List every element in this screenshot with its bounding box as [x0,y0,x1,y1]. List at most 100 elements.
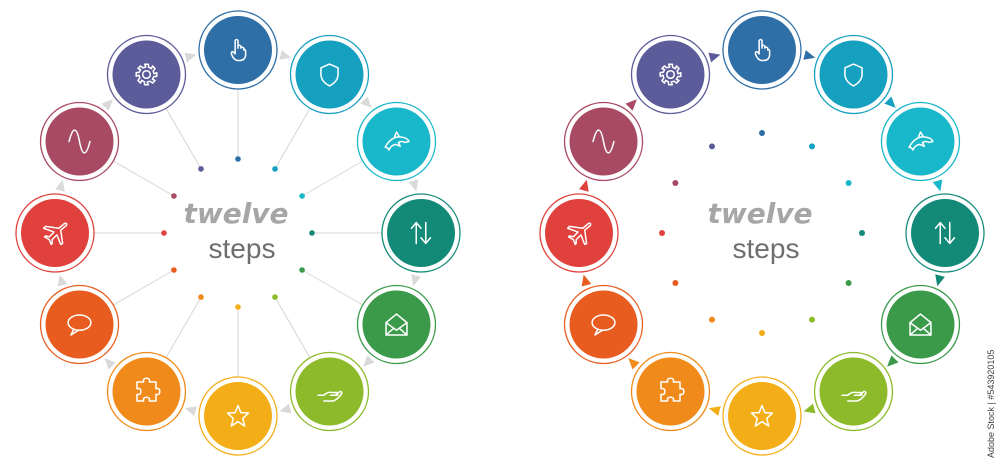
gear-icon [659,63,682,86]
flow-arrow [884,96,896,108]
step-node [356,284,437,365]
step-node [813,34,894,115]
inner-dot [235,304,241,310]
step-node [880,284,961,365]
inner-dot [309,230,315,236]
flow-arrow [101,99,113,111]
connector-line [165,107,202,170]
step-node [880,101,961,182]
inner-dot [299,267,305,273]
flow-arrow [935,274,945,287]
flow-arrow [887,355,899,367]
flow-arrow [579,179,589,192]
step-node [630,351,711,432]
step-node [15,193,95,273]
step-circle [204,16,272,84]
flow-arrow [55,179,65,192]
step-node [630,34,711,115]
speech-bubble-icon [591,314,616,336]
step-node [539,193,619,273]
flow-arrow [408,179,419,192]
step-node [39,284,120,365]
inner-dot [859,230,865,236]
inner-dot [759,130,765,136]
step-circle [728,16,796,84]
dolphin-icon [908,131,934,151]
envelope-open-icon [909,313,932,336]
step-circle [636,40,705,109]
inner-dot [198,294,204,300]
sine-wave-icon [592,129,615,154]
inner-dot [672,180,679,186]
pointer-hand-icon [230,38,247,62]
flow-arrow [184,52,197,63]
step-circle [362,290,431,359]
connector-line [301,269,364,306]
title-word-steps: steps [209,233,276,264]
puzzle-icon [660,377,685,402]
puzzle-icon [136,377,161,402]
step-circle [21,199,89,267]
inner-dot [809,316,815,323]
inner-dot [809,143,815,150]
inner-dot [299,193,305,199]
flow-arrow [360,96,372,108]
step-circle [295,40,364,109]
inner-dot [845,280,852,286]
connector-line [112,269,175,306]
stock-id-text: Adobe Stock | #543920105 [986,350,996,458]
step-node [905,193,985,273]
flow-arrow [803,403,816,414]
flow-arrow [708,52,721,63]
step-node [198,10,278,90]
step-circle [112,357,181,426]
step-circle [387,199,455,267]
step-circle [886,107,955,176]
step-node [106,34,187,115]
connector-line [274,296,311,359]
inner-dot [709,316,715,323]
flow-arrow [628,358,640,370]
step-node [198,376,278,456]
flow-arrow [279,403,292,414]
connector-line [165,296,202,359]
inner-dot [272,166,278,172]
flow-arrow [708,406,721,416]
inner-dot [672,280,679,286]
step-node [289,34,370,115]
airplane-icon [42,222,68,246]
step-node [106,351,187,432]
title-word-twelve: twelve [707,197,812,230]
step-circle [569,290,638,359]
step-circle [728,382,796,450]
up-down-arrows-icon [410,221,432,245]
step-circle [45,290,114,359]
step-circle [204,382,272,450]
flow-arrow [581,274,592,287]
step-node [563,101,644,182]
airplane-icon [566,222,592,246]
inner-dot [235,156,241,162]
speech-bubble-icon [67,314,92,336]
hand-giving-icon [317,390,343,402]
title-word-twelve: twelve [183,197,288,230]
flow-arrow [184,406,197,416]
dolphin-icon [384,131,410,151]
flow-arrow [411,274,421,287]
connector-line [274,107,311,170]
step-node [39,101,120,182]
inner-dot [709,143,715,150]
flow-arrow [104,358,116,370]
inner-dot [759,330,765,336]
step-node [356,101,437,182]
star-icon [226,404,250,427]
flow-arrow [625,99,637,111]
up-down-arrows-icon [934,221,956,245]
hand-giving-icon [841,390,867,402]
inner-dot [171,267,177,273]
inner-dot [845,180,852,186]
step-circle [636,357,705,426]
connector-line [112,160,175,197]
step-circle [362,107,431,176]
